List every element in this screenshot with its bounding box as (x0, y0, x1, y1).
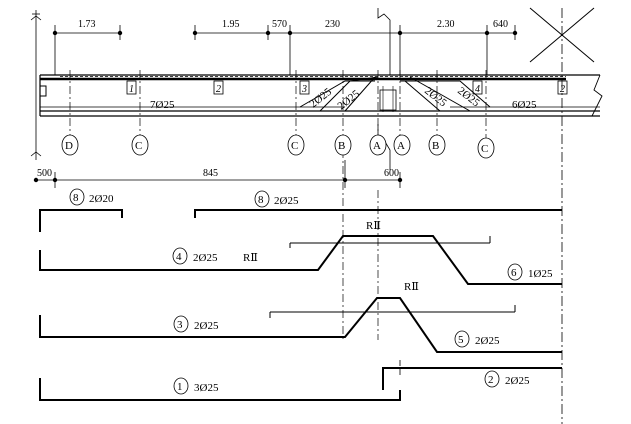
axis-bubbles (61, 134, 495, 159)
bottom-dimension-labels: 500 845 600 (37, 168, 399, 179)
dim-bottom-0: 500 (37, 168, 52, 179)
beam-mark-2b: 2 (560, 84, 565, 95)
axis-label-5: A (397, 140, 405, 152)
bar-spec-5: 2Ø25 (475, 335, 500, 347)
bar-schedule (39, 190, 562, 401)
bar-spec-1: 2Ø25 (274, 195, 299, 207)
bar-num-6: 1 (177, 381, 183, 393)
axis-label-6: B (432, 140, 439, 152)
bar-num-3: 6 (511, 267, 517, 279)
axis-label-4: A (373, 140, 381, 152)
dim-top-5: 640 (493, 19, 508, 30)
beam-mark-1: 1 (129, 84, 134, 95)
axis-label-1: C (135, 140, 142, 152)
bar-spec-2: 2Ø25 (193, 252, 218, 264)
beam-bar-7: 7Ø25 (150, 99, 175, 111)
bar-num-7: 2 (488, 374, 494, 386)
dim-top-2: 570 (272, 19, 287, 30)
beam-mark-2a: 2 (216, 84, 221, 95)
top-dimension-labels: 1.73 1.95 570 230 2.30 640 (78, 19, 508, 30)
beam-mark-3: 3 (301, 84, 307, 95)
axis-bubble-labels: D C C B A A B C (65, 140, 488, 155)
top-dimension-chain (52, 25, 518, 75)
beam-bar-mark-labels: 1 2 3 4 2 7Ø25 6Ø25 2Ø25 2Ø25 2Ø25 2Ø25 (129, 84, 565, 112)
bottom-dimension-chain (33, 160, 403, 188)
bar-extra-2: RⅡ (243, 252, 258, 264)
bar-spec-0: 2Ø20 (89, 193, 114, 205)
axis-lines (69, 70, 487, 340)
bar-num-2: 4 (176, 251, 182, 263)
bar-num-4: 3 (177, 319, 183, 331)
beam-elevation (30, 7, 603, 424)
dim-bottom-2: 600 (384, 168, 399, 179)
axis-label-2: C (291, 140, 298, 152)
bar-spec-7: 2Ø25 (505, 375, 530, 387)
bar-num-0: 8 (73, 192, 79, 204)
axis-label-3: B (338, 140, 345, 152)
beam-mark-4: 4 (475, 84, 480, 95)
bar-spec-4: 2Ø25 (194, 320, 219, 332)
bar-num-5: 5 (458, 334, 464, 346)
beam-bar-marks (126, 80, 568, 95)
dim-top-0: 1.73 (78, 19, 96, 30)
bar-spec-3: 1Ø25 (528, 268, 553, 280)
axis-label-0: D (65, 140, 73, 152)
r-label-1: RⅡ (404, 281, 419, 293)
beam-bar-6: 6Ø25 (512, 99, 537, 111)
dim-bottom-1: 845 (203, 168, 218, 179)
bar-number-bubbles (69, 188, 523, 395)
dim-top-4: 2.30 (437, 19, 455, 30)
bar-labels: 8 2Ø20 8 2Ø25 4 2Ø25 RⅡ 6 1Ø25 3 2Ø25 5 … (73, 192, 553, 394)
bar-spec-6: 3Ø25 (194, 382, 219, 394)
axis-label-7: C (481, 143, 488, 155)
r-label-0: RⅡ (366, 220, 381, 232)
beam-diag-3: 2Ø25 (422, 85, 449, 110)
bar-num-1: 8 (258, 194, 264, 206)
dim-top-1: 1.95 (222, 19, 240, 30)
dim-top-3: 230 (325, 19, 340, 30)
